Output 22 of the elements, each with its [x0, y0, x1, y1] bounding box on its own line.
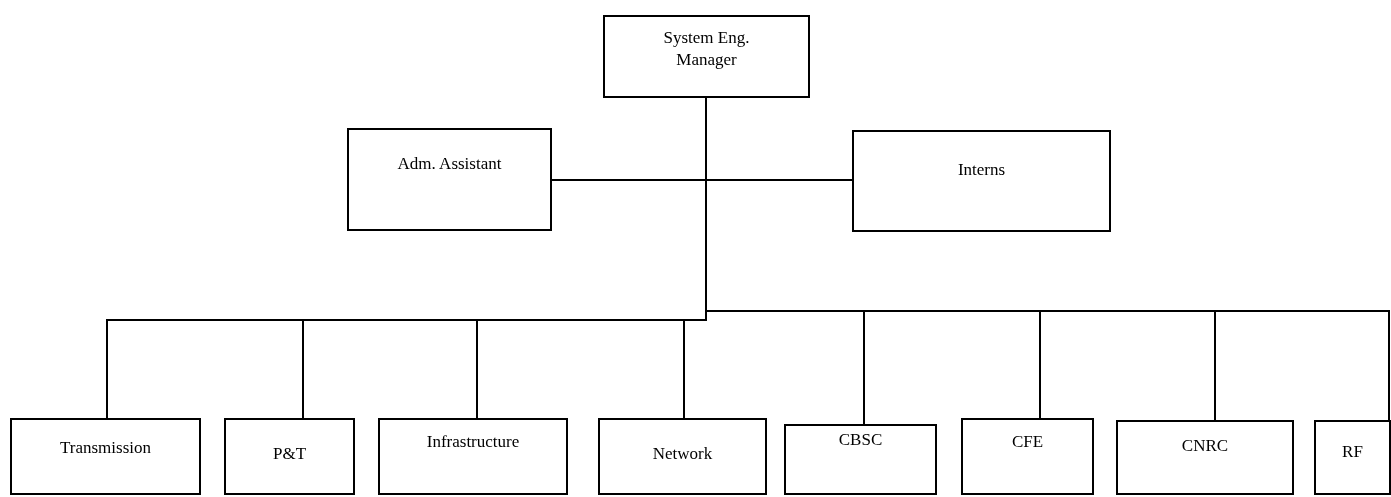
org-box: [378, 418, 568, 495]
box-label: Network: [651, 444, 714, 464]
box-label: System Eng. Manager: [662, 27, 751, 71]
org-box: [10, 418, 201, 495]
org-box: [852, 130, 1111, 232]
org-box: [603, 15, 810, 98]
box-label: Transmission: [59, 438, 152, 458]
org-box: [961, 418, 1094, 495]
org-box: [1314, 420, 1391, 495]
box-label: Infrastructure: [425, 432, 521, 452]
org-box: [784, 424, 937, 495]
org-box: [1116, 420, 1294, 495]
box-label: Interns: [956, 160, 1007, 180]
org-box: [598, 418, 767, 495]
box-label: P&T: [271, 444, 308, 464]
org-box: [347, 128, 552, 231]
box-label: CBSC: [837, 430, 884, 450]
box-label: RF: [1341, 442, 1364, 462]
box-label: Adm. Assistant: [396, 154, 503, 174]
box-label: CNRC: [1180, 436, 1230, 456]
org-box: [224, 418, 355, 495]
box-label: CFE: [1010, 432, 1045, 452]
